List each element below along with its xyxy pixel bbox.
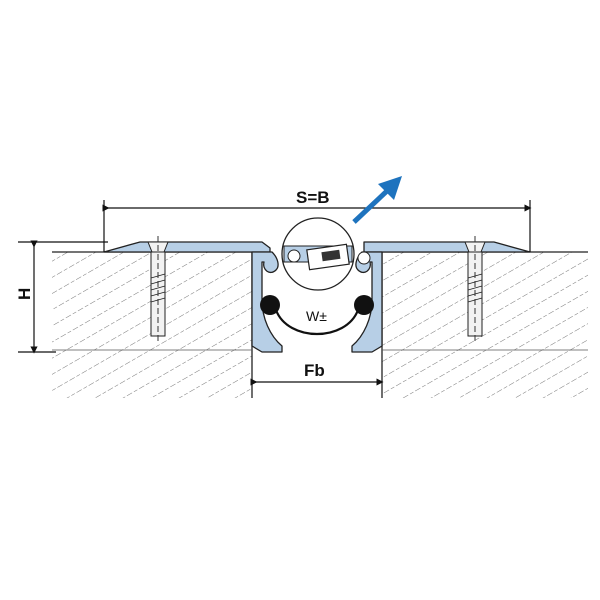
flexible-seal <box>274 309 360 336</box>
hinge-detail <box>281 217 371 291</box>
overall-width-label: S=B <box>296 188 330 207</box>
height-label: H <box>15 288 34 300</box>
gap-width-label: Fb <box>304 361 325 380</box>
left-anchor <box>147 236 169 342</box>
height-dimension <box>18 240 108 354</box>
right-seal-bead <box>354 295 374 315</box>
right-concrete-block <box>381 251 588 398</box>
right-carrier <box>351 251 383 353</box>
right-cover-plate <box>363 241 531 253</box>
right-anchor <box>464 236 486 342</box>
left-carrier <box>251 251 283 353</box>
left-cover-plate <box>103 241 271 253</box>
diagonal-arrow-icon <box>352 176 402 224</box>
overall-width-dimension <box>102 200 532 252</box>
movement-label: W± <box>306 308 327 324</box>
left-seal-bead <box>260 295 280 315</box>
